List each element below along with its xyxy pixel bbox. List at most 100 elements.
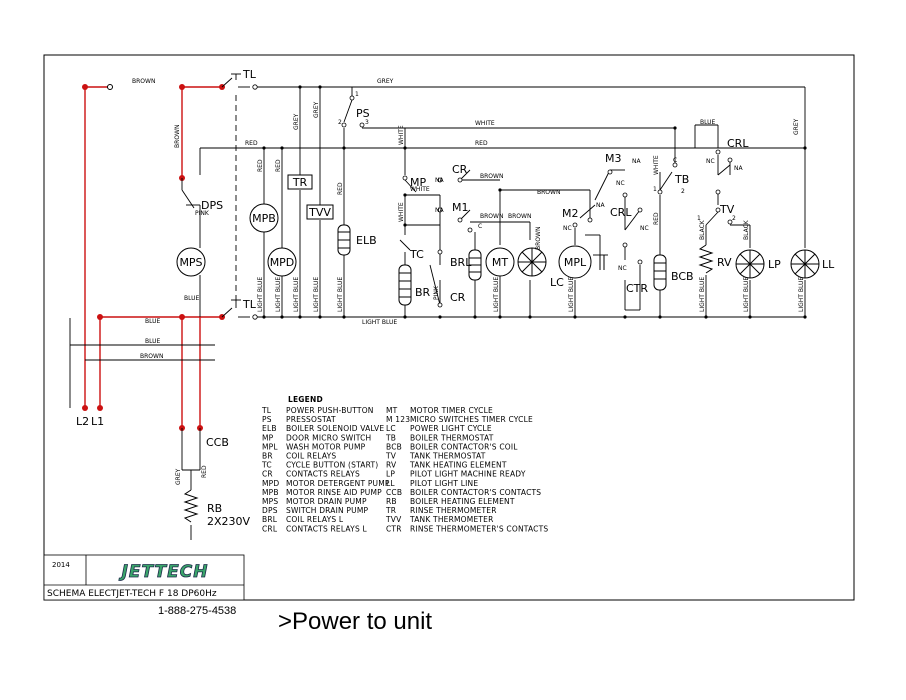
svg-text:TR: TR <box>292 176 308 189</box>
svg-text:WHITE: WHITE <box>653 155 660 175</box>
legend-description: CYCLE BUTTON (START) <box>286 461 378 470</box>
svg-text:SCHEMA ELECTJET-TECH F 18 DP60: SCHEMA ELECTJET-TECH F 18 DP60Hz <box>47 589 217 599</box>
legend-description: MOTOR TIMER CYCLE <box>410 406 493 415</box>
svg-text:LIGHT BLUE: LIGHT BLUE <box>743 277 750 312</box>
svg-text:PS: PS <box>356 107 370 120</box>
svg-text:MPD: MPD <box>270 256 295 269</box>
brl-coil: BRL <box>450 249 482 281</box>
svg-text:BROWN: BROWN <box>174 125 181 148</box>
component-labels: TL TL PS DPS MP CR M1 TC CR M2 M3 CRL CT… <box>76 68 749 449</box>
svg-text:LIGHT BLUE: LIGHT BLUE <box>568 277 575 312</box>
svg-text:NC: NC <box>563 225 572 232</box>
legend-code: CTR <box>386 524 402 533</box>
svg-text:MP: MP <box>410 176 426 189</box>
svg-text:GREY: GREY <box>175 468 182 485</box>
svg-text:1: 1 <box>355 91 359 98</box>
svg-text:BROWN: BROWN <box>140 353 163 360</box>
svg-text:NA: NA <box>435 207 444 214</box>
legend-description: TANK HEATING ELEMENT <box>409 461 507 470</box>
legend-code: TVV <box>385 515 402 524</box>
svg-text:TVV: TVV <box>308 206 331 219</box>
legend-description: TANK THERMOSTAT <box>409 452 486 461</box>
svg-text:1: 1 <box>697 215 701 222</box>
legend-code: MP <box>262 433 274 442</box>
legend-code: LC <box>386 424 396 433</box>
legend-description: TANK THERMOMETER <box>409 515 494 524</box>
legend-description: MICRO SWITCHES TIMER CYCLE <box>410 415 533 424</box>
legend-code: CCB <box>386 488 402 497</box>
legend-description: BOILER THERMOSTAT <box>410 433 494 442</box>
legend-code: LL <box>386 479 395 488</box>
svg-text:LIGHT BLUE: LIGHT BLUE <box>699 277 706 312</box>
svg-text:CRL: CRL <box>610 206 632 219</box>
svg-text:MPS: MPS <box>179 256 202 269</box>
svg-text:RED: RED <box>245 140 258 147</box>
svg-text:NC: NC <box>640 225 649 232</box>
legend-code: M 123 <box>386 415 410 424</box>
tvv-thermometer: TVV <box>306 204 334 220</box>
svg-text:2: 2 <box>338 119 342 126</box>
svg-text:M1: M1 <box>452 201 469 214</box>
svg-text:BROWN: BROWN <box>508 213 531 220</box>
svg-text:NA: NA <box>435 177 444 184</box>
svg-text:LIGHT BLUE: LIGHT BLUE <box>275 277 282 312</box>
legend-code: BR <box>262 452 273 461</box>
svg-text:BLUE: BLUE <box>145 318 161 325</box>
svg-text:CR: CR <box>452 163 468 176</box>
legend-code: PS <box>262 415 272 424</box>
power-feed <box>84 86 222 428</box>
legend-description: RINSE THERMOMETER <box>410 506 497 515</box>
ll-lamp: LL <box>790 249 835 279</box>
svg-text:NA: NA <box>632 158 641 165</box>
svg-text:M3: M3 <box>605 152 622 165</box>
svg-text:BROWN: BROWN <box>537 189 560 196</box>
wire-labels: BROWN GREY WHITE RED RED BLUE BLUE BROWN… <box>132 78 805 485</box>
svg-text:LIGHT BLUE: LIGHT BLUE <box>313 277 320 312</box>
junction-dots <box>262 85 807 319</box>
svg-text:NC: NC <box>616 180 625 187</box>
legend-description: COIL RELAYS L <box>286 515 344 524</box>
svg-text:RED: RED <box>475 140 488 147</box>
terminals <box>252 84 733 320</box>
svg-text:LC: LC <box>550 276 564 289</box>
legend-code: DPS <box>262 506 278 515</box>
svg-text:BLUE: BLUE <box>145 338 161 345</box>
legend-description: MOTOR RINSE AID PUMP <box>286 488 382 497</box>
svg-text:MPL: MPL <box>564 256 587 269</box>
svg-text:LEGEND: LEGEND <box>288 395 323 404</box>
legend-description: BOILER CONTACTOR'S CONTACTS <box>410 488 541 497</box>
legend-code: MT <box>386 406 398 415</box>
legend-description: BOILER HEATING ELEMENT <box>410 497 515 506</box>
svg-text:BRL: BRL <box>450 256 472 269</box>
svg-text:RED: RED <box>653 212 660 225</box>
legend-description: CONTACTS RELAYS L <box>286 524 367 533</box>
svg-text:RV: RV <box>717 256 732 269</box>
legend-code: CRL <box>262 524 278 533</box>
legend-code: TC <box>261 461 272 470</box>
mps-motor: MPS <box>176 247 206 277</box>
svg-text:LIGHT BLUE: LIGHT BLUE <box>337 277 344 312</box>
svg-text:RED: RED <box>337 182 344 195</box>
legend-code: MPB <box>262 488 279 497</box>
legend-code: RB <box>386 497 397 506</box>
svg-text:BROWN: BROWN <box>535 227 542 250</box>
legend-description: POWER LIGHT CYCLE <box>410 424 492 433</box>
legend-code: ELB <box>262 424 277 433</box>
legend: LEGEND <box>288 395 323 404</box>
legend-code: CR <box>262 470 273 479</box>
legend-description: WASH MOTOR PUMP <box>286 442 366 451</box>
svg-text:GREY: GREY <box>293 113 300 130</box>
wiring <box>69 73 806 540</box>
mpb-motor: MPB <box>249 203 279 233</box>
svg-text:MPB: MPB <box>252 212 276 225</box>
legend-code: MPD <box>262 479 279 488</box>
svg-text:LIGHT BLUE: LIGHT BLUE <box>257 277 264 312</box>
jettech-logo: JETTECH <box>100 561 232 582</box>
svg-text:LIGHT BLUE: LIGHT BLUE <box>493 277 500 312</box>
svg-text:ELB: ELB <box>356 234 377 247</box>
legend-description: DOOR MICRO SWITCH <box>286 433 371 442</box>
svg-text:2: 2 <box>732 215 736 222</box>
diagram-frame <box>43 54 855 601</box>
svg-text:WHITE: WHITE <box>398 125 405 145</box>
